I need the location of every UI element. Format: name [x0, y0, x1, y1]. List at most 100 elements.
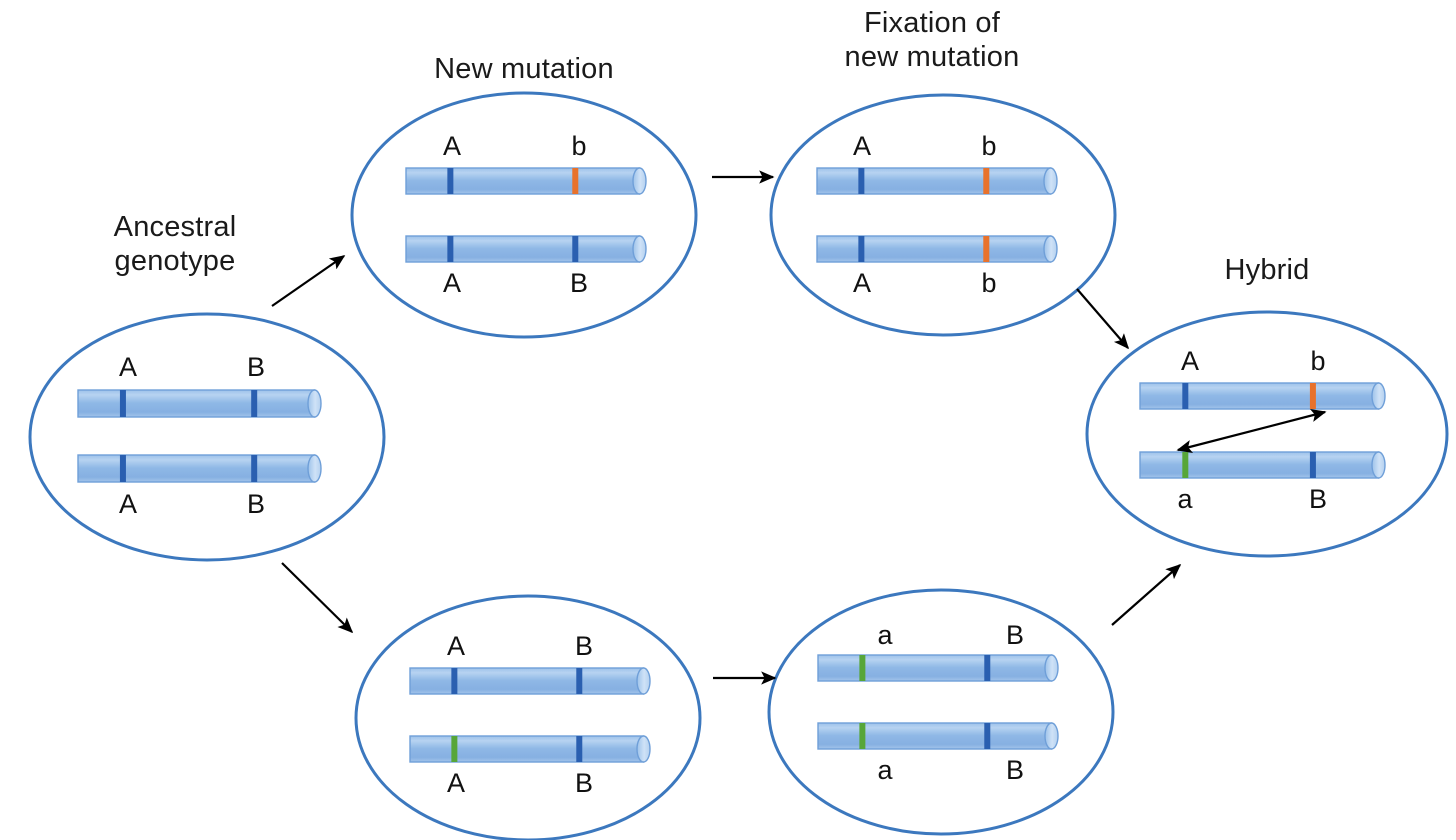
locus-band-B [984, 723, 991, 749]
allele-label-B: B [569, 268, 589, 298]
caption-line: new mutation [844, 41, 1020, 74]
locus-band-A [858, 168, 865, 194]
allele-label-B: B [1005, 755, 1025, 785]
cell-outline-lower-fixation [767, 588, 1115, 836]
locus-band-B [1309, 452, 1316, 478]
allele-label-A: A [442, 131, 462, 161]
chromosome-body [817, 654, 1053, 682]
caption-line: genotype [114, 245, 236, 278]
chromosome-end-cap [636, 735, 651, 763]
cell-caption-new-mutation: New mutation [364, 52, 684, 86]
chromosome [409, 735, 651, 763]
arrow-lower-fixation-to-hybrid [1111, 563, 1182, 626]
locus-band-A [119, 455, 126, 482]
chromosome-body [409, 667, 645, 695]
allele-label-A: A [852, 268, 872, 298]
chromosome [817, 722, 1059, 750]
chromosome-body [816, 167, 1052, 195]
locus-band-B [984, 655, 991, 681]
allele-label-A: A [446, 768, 466, 798]
chromosome [77, 389, 322, 418]
locus-band-A [451, 668, 458, 694]
locus-band-b [572, 168, 579, 194]
chromosome-body [409, 735, 645, 763]
cells-layer [28, 91, 1449, 840]
locus-band-a [1182, 452, 1189, 478]
cell-new-mutation [350, 91, 698, 339]
chromosome-body [1139, 451, 1380, 479]
chromosome-body [77, 454, 316, 483]
chromosome-end-cap [307, 389, 322, 418]
chromosome [817, 654, 1059, 682]
arrow-ancestral-to-new-mutation [271, 255, 346, 307]
cell-lower-mutation [354, 594, 702, 840]
allele-label-B: B [246, 352, 266, 382]
allele-label-a: a [1177, 484, 1193, 514]
locus-band-B [572, 236, 579, 262]
locus-band-b [983, 236, 990, 262]
chromosome-end-cap [636, 667, 651, 695]
allele-label-B: B [574, 768, 594, 798]
chromosome-end-cap [1371, 382, 1386, 410]
locus-band-A [447, 168, 454, 194]
caption-line: New mutation [434, 53, 614, 85]
locus-band-b [983, 168, 990, 194]
locus-band-a [451, 736, 458, 762]
allele-label-A: A [118, 489, 138, 519]
cell-outline-hybrid [1085, 310, 1449, 558]
chromosome-end-cap [1044, 722, 1059, 750]
chromosome [1139, 451, 1386, 479]
allele-label-B: B [246, 489, 266, 519]
chromosome [816, 167, 1058, 195]
chromosome [816, 235, 1058, 263]
arrow-ancestral-to-lower-mutation [281, 562, 354, 634]
chromosome-body [405, 167, 641, 195]
allele-label-B: B [574, 631, 594, 661]
allele-label-B: B [1005, 620, 1025, 650]
allele-label-A: A [852, 131, 872, 161]
cell-fixation [769, 93, 1117, 337]
arrow-incompatibility-double-arrow [1176, 409, 1327, 453]
chromosome-body [817, 722, 1053, 750]
allele-label-b: b [571, 131, 587, 161]
chromosome-end-cap [1044, 654, 1059, 682]
chromosome [409, 667, 651, 695]
cell-caption-hybrid: Hybrid [1107, 253, 1427, 287]
chromosome-body [405, 235, 641, 263]
chromosome-end-cap [1043, 235, 1058, 263]
locus-band-A [1182, 383, 1189, 409]
allele-label-b: b [981, 268, 997, 298]
cell-ancestral [28, 312, 386, 562]
chromosome-body [77, 389, 316, 418]
allele-label-A: A [446, 631, 466, 661]
allele-label-A: A [118, 352, 138, 382]
chromosome [405, 235, 647, 263]
cell-hybrid [1085, 310, 1449, 558]
locus-band-B [251, 390, 258, 417]
chromosome [1139, 382, 1386, 410]
locus-band-A [858, 236, 865, 262]
cell-outline-new-mutation [350, 91, 698, 339]
chromosome-end-cap [632, 167, 647, 195]
arrow-fixation-to-hybrid [1076, 288, 1130, 350]
arrows-layer [271, 170, 1327, 685]
allele-label-a: a [877, 620, 893, 650]
allele-label-b: b [981, 131, 997, 161]
chromosome-end-cap [632, 235, 647, 263]
locus-band-B [251, 455, 258, 482]
chromosome-body [816, 235, 1052, 263]
cell-outline-lower-mutation [354, 594, 702, 840]
locus-band-B [576, 736, 583, 762]
cell-outline-ancestral [28, 312, 386, 562]
cell-outline-fixation [769, 93, 1117, 337]
allele-label-b: b [1310, 346, 1326, 376]
allele-label-A: A [442, 268, 462, 298]
caption-line: Hybrid [1224, 254, 1310, 286]
chromosome-body [1139, 382, 1380, 410]
chromosome [405, 167, 647, 195]
allele-label-a: a [877, 755, 893, 785]
cell-lower-fixation [767, 588, 1115, 836]
